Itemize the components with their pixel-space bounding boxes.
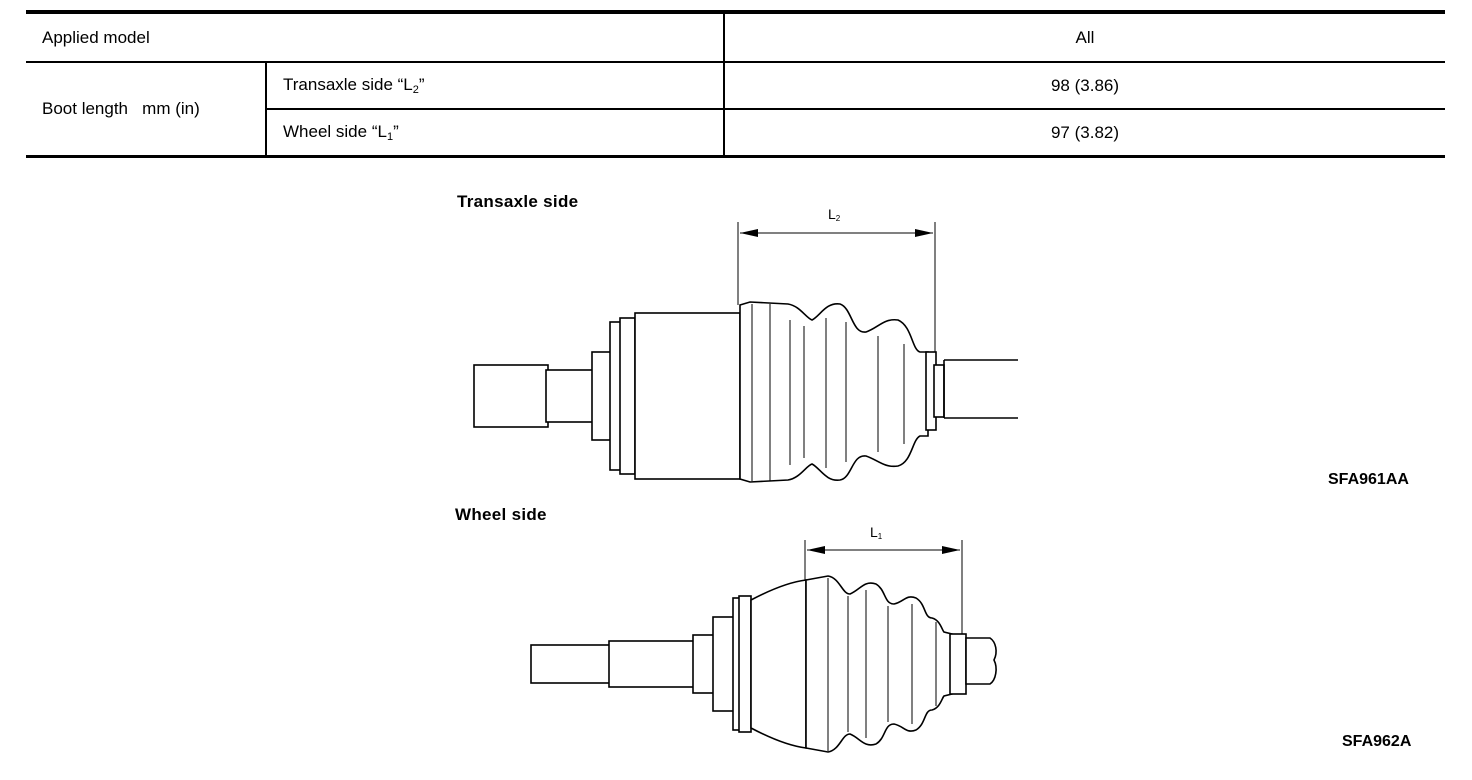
wheel-dimension-arrow	[804, 540, 963, 640]
transaxle-side-caption: Transaxle side	[457, 192, 579, 211]
wheel-figure-code: SFA962A	[1342, 733, 1412, 750]
boot-length-spec-table: Applied model All Boot length mm (in) Tr…	[26, 10, 1445, 158]
transaxle-figure-code: SFA961AA	[1328, 471, 1409, 488]
table-row-wheel-side: Wheel side “L1” 97 (3.82)	[26, 109, 1445, 157]
applied-model-value: All	[723, 12, 1445, 63]
transaxle-housing	[634, 312, 741, 480]
wheel-stub-shaft	[965, 637, 997, 685]
transaxle-axle-shaft	[943, 359, 1018, 419]
transaxle-side-label: Transaxle side “L2”	[265, 62, 724, 110]
wheel-side-label: Wheel side “L1”	[265, 109, 724, 157]
applied-model-label: Applied model	[26, 12, 724, 63]
wheel-side-value: 97 (3.82)	[723, 109, 1445, 157]
wheel-boot-clamp	[949, 633, 967, 695]
boot-length-label: Boot length mm (in)	[42, 99, 200, 118]
wheel-side-caption: Wheel side	[455, 505, 547, 524]
wheel-band	[712, 616, 736, 712]
wheel-shaft-end	[530, 644, 612, 684]
wheel-outer-joint	[750, 579, 807, 749]
wheel-collar	[692, 634, 716, 694]
transaxle-side-value: 98 (3.86)	[723, 62, 1445, 110]
transaxle-shaft-neck	[545, 369, 595, 423]
transaxle-boot	[739, 301, 929, 483]
table-row-applied-model: Applied model All	[26, 12, 1445, 63]
transaxle-dimension-label: L2	[828, 206, 841, 223]
transaxle-dimension-arrow	[737, 222, 936, 352]
wheel-shaft	[608, 640, 696, 688]
table-row-transaxle-side: Boot length mm (in) Transaxle side “L2” …	[26, 62, 1445, 118]
wheel-flange	[738, 595, 752, 733]
wheel-dimension-label: L1	[870, 524, 883, 541]
